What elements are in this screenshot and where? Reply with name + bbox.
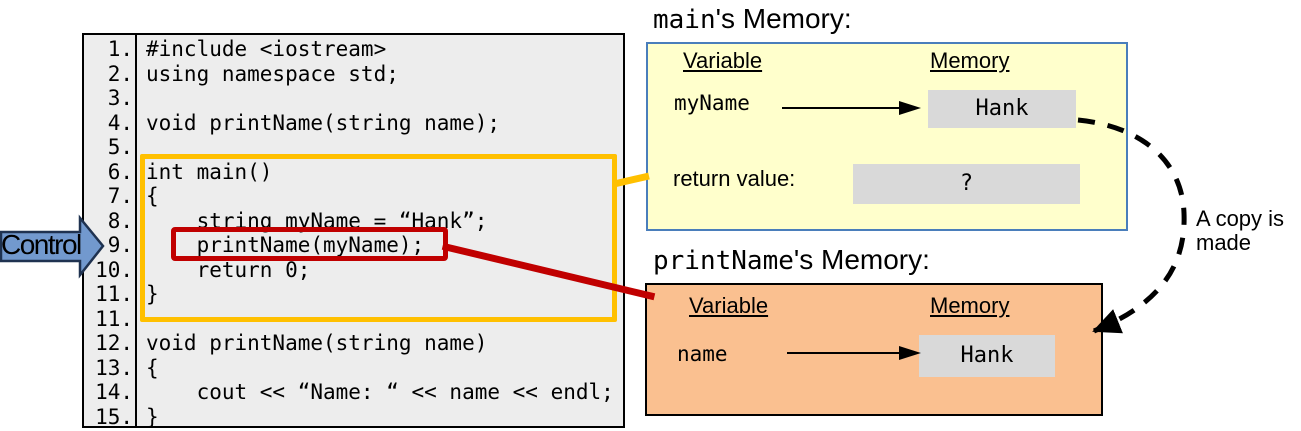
code-line: 11. bbox=[84, 307, 623, 332]
line-number: 6. bbox=[107, 159, 133, 184]
line-number: 8. bbox=[107, 208, 133, 233]
code-text: void printName(string name); bbox=[146, 110, 501, 135]
code-line: 6. int main() bbox=[84, 160, 623, 185]
main-myname-value-box: Hank bbox=[928, 90, 1076, 128]
code-text: void printName(string name) bbox=[146, 331, 488, 355]
main-memory-header: Memory bbox=[930, 48, 1010, 73]
code-text: { bbox=[146, 184, 159, 208]
main-memory-title-name: main bbox=[653, 5, 716, 35]
code-line: 5. bbox=[84, 135, 623, 160]
code-text: } bbox=[146, 404, 159, 429]
main-function-highlight-box bbox=[140, 154, 617, 322]
printname-memory-header: Memory bbox=[930, 293, 1010, 318]
code-text: cout << “Name: “ << name << endl; bbox=[146, 380, 614, 404]
printname-variable-name: name bbox=[677, 342, 728, 366]
code-line: 10. return 0; bbox=[84, 258, 623, 283]
code-text: { bbox=[146, 355, 159, 380]
code-text bbox=[137, 86, 146, 111]
code-line: 7. { bbox=[84, 184, 623, 209]
code-listing: 1. #include <iostream> 2. using namespace … bbox=[82, 33, 625, 429]
line-number: 7. bbox=[107, 184, 133, 208]
line-number: 3. bbox=[107, 86, 133, 110]
main-memory-title-suffix: 's Memory: bbox=[715, 3, 852, 34]
code-line: 15.} bbox=[84, 405, 623, 430]
main-return-value-box: ? bbox=[853, 164, 1080, 204]
line-number: 13. bbox=[95, 355, 133, 380]
printname-memory-title-name: printName bbox=[653, 246, 794, 276]
line-number: 11. bbox=[95, 306, 133, 331]
code-text: #include <iostream> bbox=[146, 37, 387, 61]
code-line: 12. void printName(string name) bbox=[84, 331, 623, 356]
code-line: 14. cout << “Name: “ << name << endl; bbox=[84, 380, 623, 405]
line-number: 4. bbox=[107, 110, 133, 135]
main-variable-myname: myName bbox=[674, 91, 750, 115]
line-number: 12. bbox=[95, 331, 133, 355]
code-text: printName(myName); bbox=[146, 233, 425, 257]
line-number: 1. bbox=[107, 37, 133, 61]
copy-annotation: A copy is made bbox=[1196, 207, 1284, 255]
copy-annotation-line1: A copy is bbox=[1196, 206, 1285, 231]
code-text: using namespace std; bbox=[146, 61, 399, 86]
code-line: 3. bbox=[84, 86, 623, 111]
control-label: Control bbox=[1, 229, 82, 260]
code-line: 1. #include <iostream> bbox=[84, 37, 623, 62]
line-number: 10. bbox=[95, 257, 133, 282]
code-text: int main() bbox=[146, 159, 273, 184]
function-call-highlight-box bbox=[171, 227, 448, 261]
code-line: 2. using namespace std; bbox=[84, 62, 623, 87]
code-text: } bbox=[146, 282, 159, 306]
main-memory-panel: Variable Memory myName Hank return value… bbox=[646, 42, 1128, 231]
line-number: 2. bbox=[107, 61, 133, 86]
line-number: 5. bbox=[107, 135, 133, 159]
copy-annotation-line2: made bbox=[1196, 230, 1252, 255]
main-variable-header: Variable bbox=[683, 48, 763, 73]
code-line: 4. void printName(string name); bbox=[84, 111, 623, 136]
code-text: return 0; bbox=[146, 257, 311, 282]
code-line-call: 9. printName(myName); bbox=[84, 233, 623, 258]
main-return-label: return value: bbox=[673, 166, 796, 191]
line-number: 11. bbox=[95, 282, 133, 306]
line-number: 14. bbox=[95, 380, 133, 404]
line-number: 9. bbox=[107, 233, 133, 257]
main-memory-title: main's Memory: bbox=[653, 3, 852, 35]
printname-memory-panel: Variable Memory name Hank bbox=[645, 283, 1103, 416]
code-line: 13. { bbox=[84, 356, 623, 381]
code-rows: 1. #include <iostream> 2. using namespace … bbox=[84, 37, 623, 429]
printname-memory-title: printName's Memory: bbox=[653, 244, 930, 276]
line-number: 15. bbox=[95, 404, 133, 429]
printname-memory-title-suffix: 's Memory: bbox=[793, 244, 930, 275]
gutter-divider bbox=[135, 35, 137, 426]
code-line: 11.} bbox=[84, 282, 623, 307]
printname-name-value-box: Hank bbox=[919, 335, 1055, 377]
printname-variable-header: Variable bbox=[689, 293, 769, 318]
